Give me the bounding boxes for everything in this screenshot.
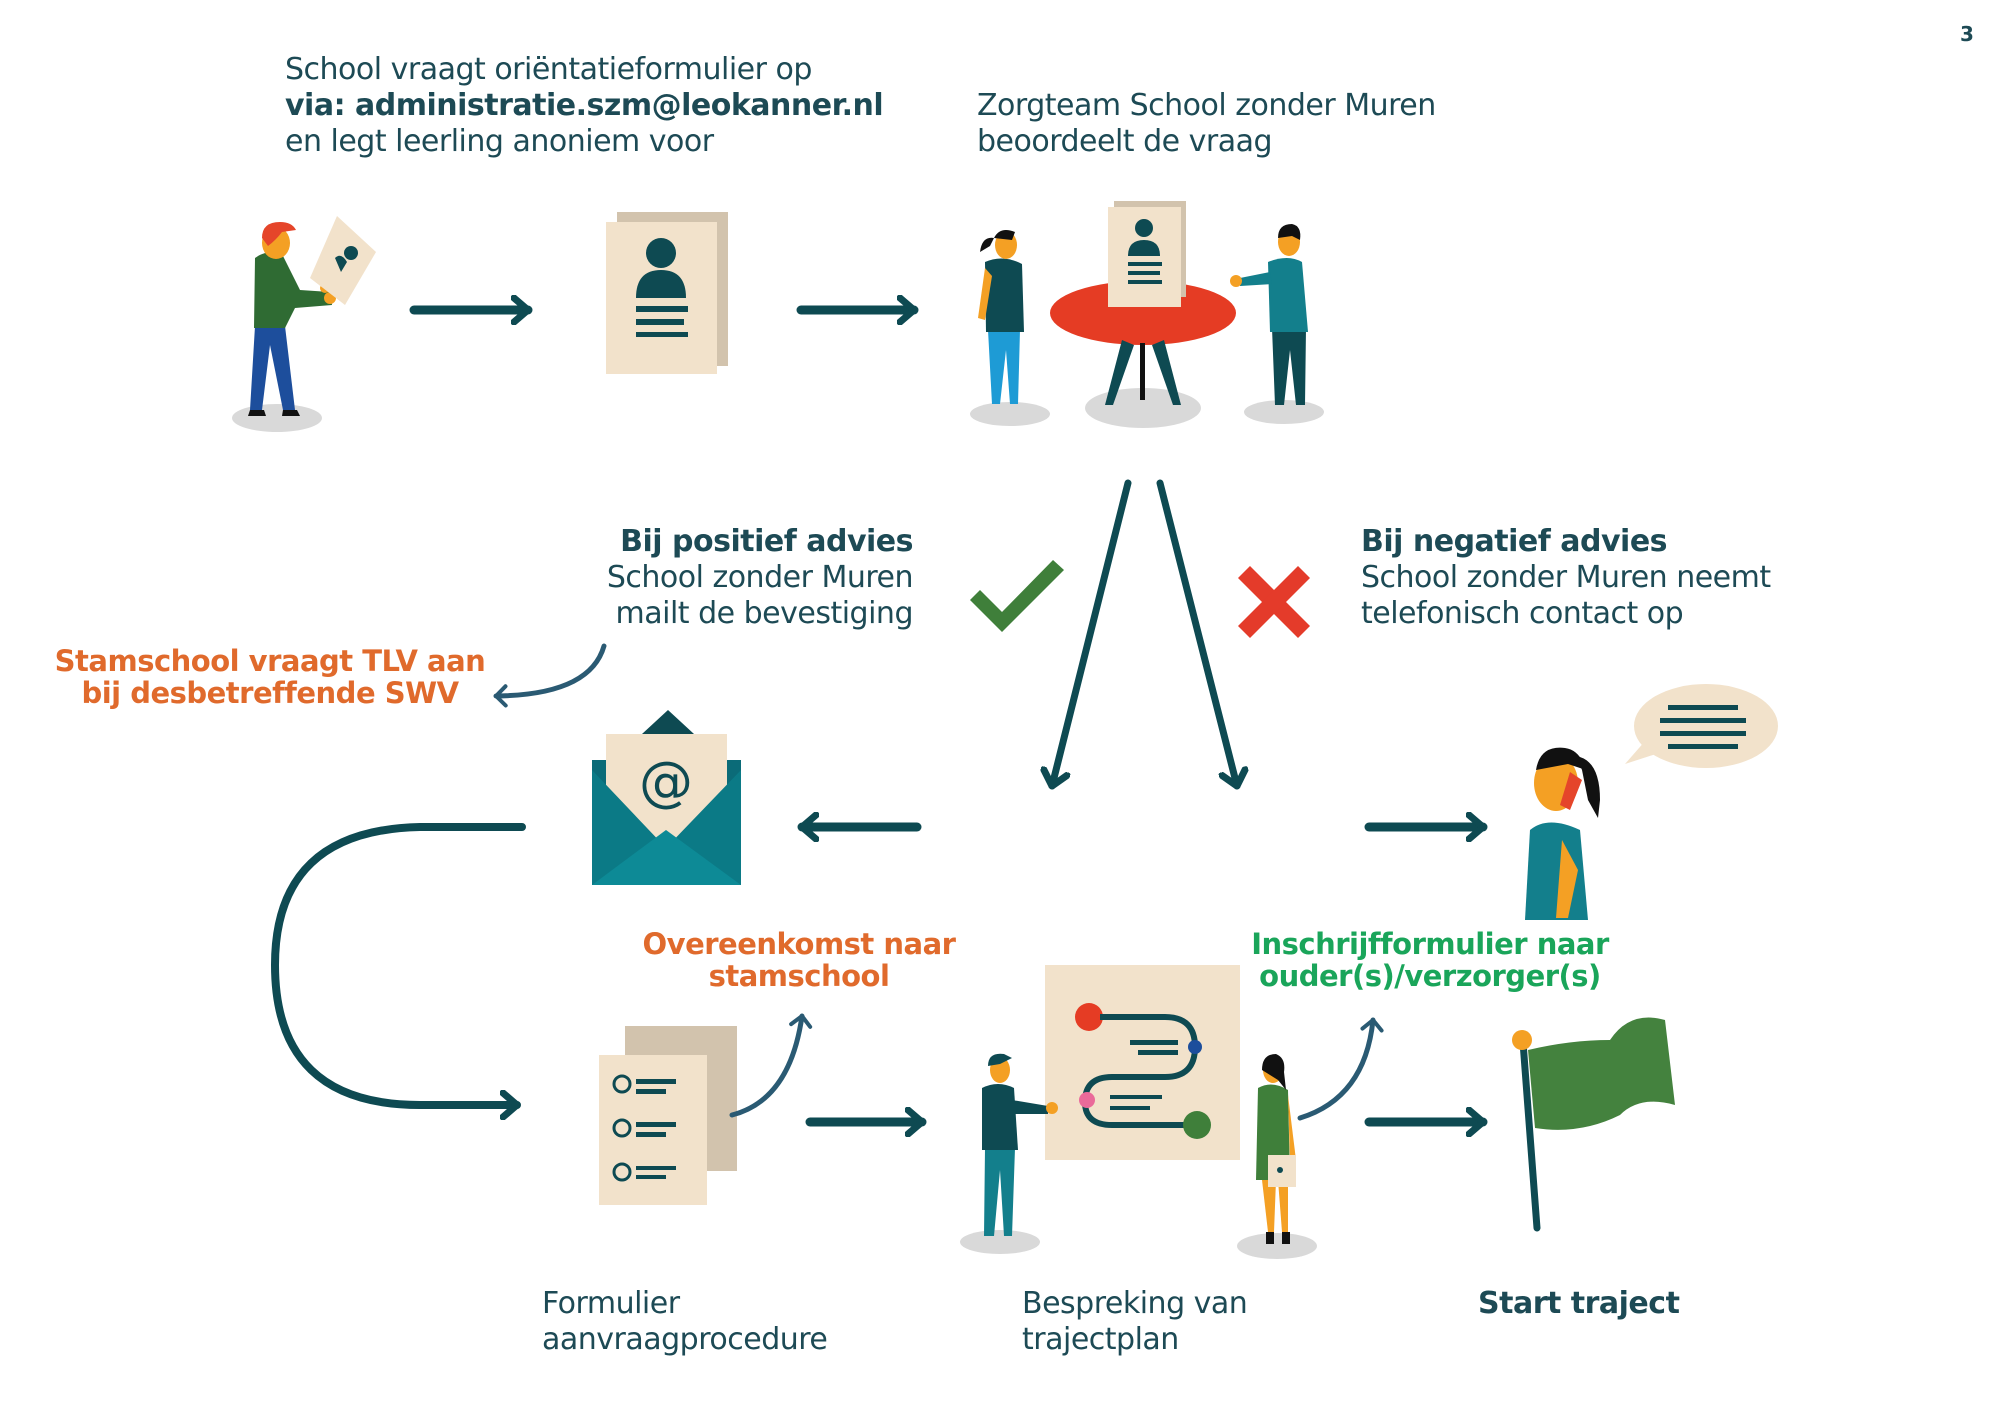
positive-advice-text: Bij positief advies School zonder Muren … <box>606 524 914 632</box>
form-checklist-icon <box>599 1026 737 1205</box>
svg-text:@: @ <box>639 750 693 813</box>
bespreking-label-line-1: Bespreking van <box>1022 1286 1248 1321</box>
person-on-phone-icon <box>1525 747 1600 920</box>
step-1-line-1: School vraagt oriëntatieformulier op <box>285 52 812 87</box>
arrow-envelope-to-form <box>270 823 526 1105</box>
page-number: 3 <box>1960 22 1974 46</box>
negative-advice-line-2: School zonder Muren neemt <box>1361 560 1771 595</box>
step-2-line-1: Zorgteam School zonder Muren <box>977 88 1436 123</box>
inschrijf-note-line-1: Inschrijfformulier naar <box>1251 927 1609 961</box>
arrow-to-negative <box>1156 479 1237 790</box>
step-1-description: School vraagt oriëntatieformulier op via… <box>285 52 884 160</box>
start-traject-label: Start traject <box>1478 1286 1680 1322</box>
overeenkomst-note-line-1: Overeenkomst naar <box>642 927 956 961</box>
email-envelope-icon: @ <box>592 710 741 885</box>
arrow-to-stamschool-note <box>493 643 607 708</box>
formulier-label: Formulier aanvraagprocedure <box>542 1286 828 1358</box>
stamschool-note-line-1: Stamschool vraagt TLV aan <box>54 644 486 678</box>
start-traject-label-line-1: Start traject <box>1478 1286 1680 1321</box>
positive-advice-line-3: mailt de bevestiging <box>615 596 914 631</box>
overeenkomst-note: Overeenkomst naar stamschool <box>619 928 979 992</box>
bespreking-label: Bespreking van trajectplan <box>1022 1286 1248 1358</box>
speech-bubble-icon <box>1625 684 1778 768</box>
cross-icon <box>1238 566 1310 638</box>
formulier-label-line-2: aanvraagprocedure <box>542 1322 828 1357</box>
team-at-table-icon <box>970 201 1324 428</box>
profile-document-icon <box>606 212 728 374</box>
inschrijf-note: Inschrijfformulier naar ouder(s)/verzorg… <box>1230 928 1630 992</box>
trajectplan-discussion-icon <box>960 965 1317 1259</box>
positive-advice-line-2: School zonder Muren <box>606 560 914 595</box>
person-holding-form-icon <box>232 216 376 432</box>
arrow-to-inschrijf-note <box>1297 1017 1384 1121</box>
step-1-line-3: en legt leerling anoniem voor <box>285 124 714 159</box>
arrow-to-overeenkomst-note <box>729 1013 813 1118</box>
step-2-description: Zorgteam School zonder Muren beoordeelt … <box>977 88 1436 160</box>
step-1-email: via: administratie.szm@leokanner.nl <box>285 88 884 123</box>
overeenkomst-note-line-2: stamschool <box>708 959 890 993</box>
inschrijf-note-line-2: ouder(s)/verzorger(s) <box>1259 959 1601 993</box>
negative-advice-line-3: telefonisch contact op <box>1361 596 1684 631</box>
arrow-to-positive <box>1052 479 1132 790</box>
negative-advice-text: Bij negatief advies School zonder Muren … <box>1361 524 1771 632</box>
formulier-label-line-1: Formulier <box>542 1286 680 1321</box>
stamschool-note-line-2: bij desbetreffende SWV <box>81 676 459 710</box>
flag-icon <box>1512 1017 1675 1232</box>
checkmark-icon <box>970 560 1064 632</box>
bespreking-label-line-2: trajectplan <box>1022 1322 1179 1357</box>
step-2-line-2: beoordeelt de vraag <box>977 124 1273 159</box>
stamschool-note: Stamschool vraagt TLV aan bij desbetreff… <box>40 645 500 709</box>
negative-advice-title: Bij negatief advies <box>1361 524 1668 559</box>
positive-advice-title: Bij positief advies <box>620 524 913 559</box>
